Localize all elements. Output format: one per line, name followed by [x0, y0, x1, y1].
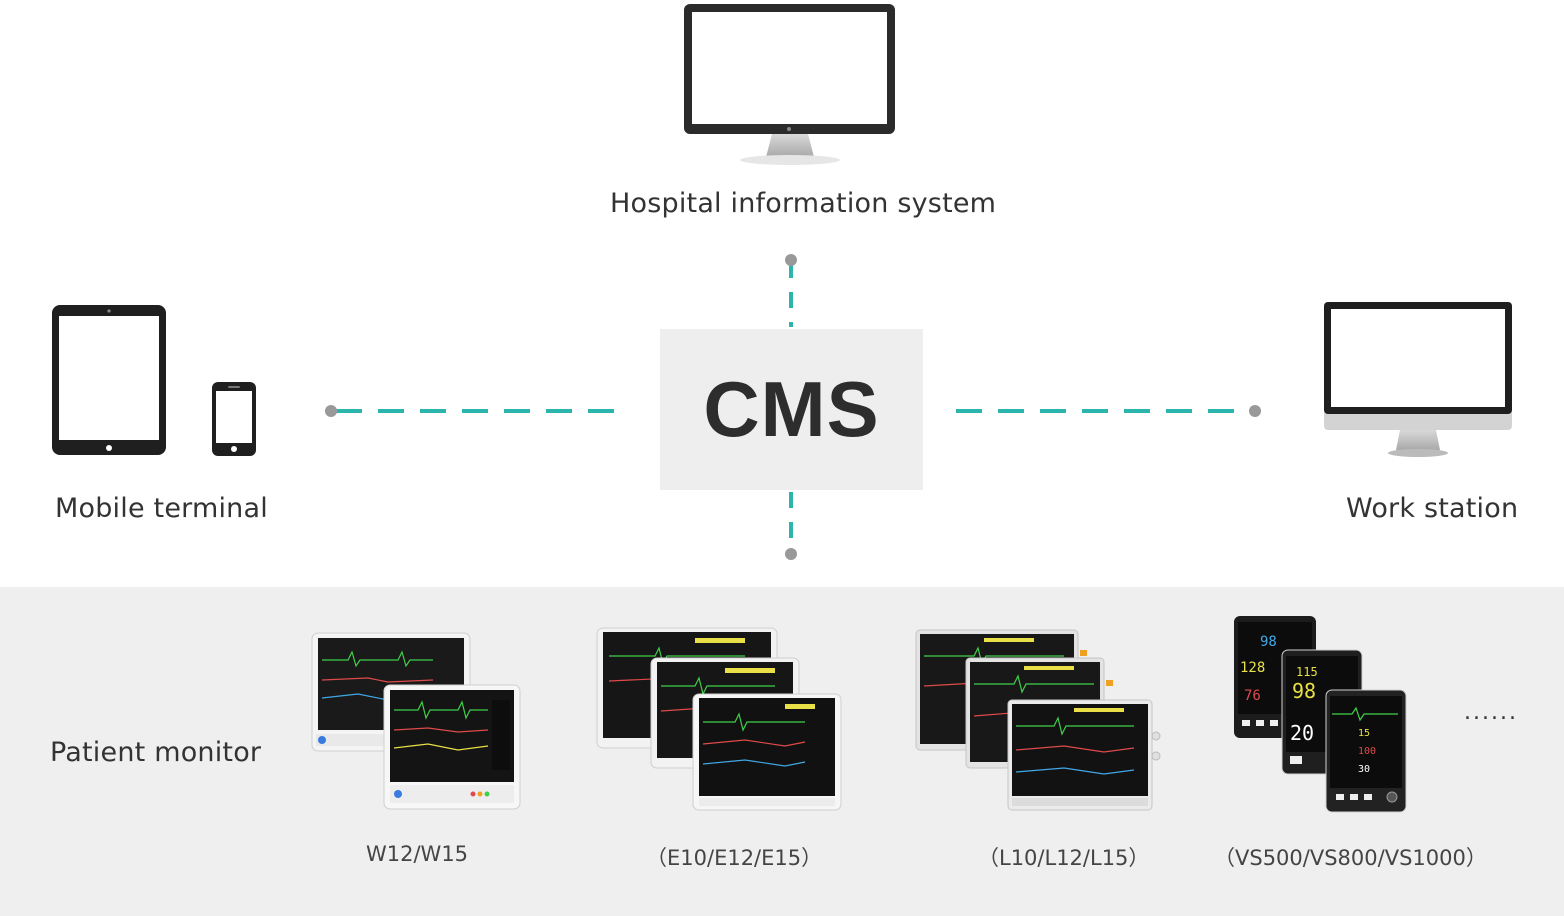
hospital-information-system-label: Hospital information system: [610, 188, 997, 219]
more-indicator: ......: [1464, 700, 1518, 725]
monitor-group-w-series: [311, 632, 521, 810]
monitor-model-label: （VS500/VS800/VS1000）: [1214, 846, 1487, 870]
svg-text:98: 98: [1292, 679, 1316, 703]
monitor-model-label: （E10/E12/E15）: [646, 846, 823, 870]
endpoint-right: [1249, 405, 1261, 417]
patient-monitor-label: Patient monitor: [50, 737, 262, 768]
desktop-monitor-icon: [684, 4, 895, 165]
svg-text:98: 98: [1260, 634, 1277, 650]
endpoint-bottom: [785, 548, 797, 560]
patient-monitor-device-icon: 15 100 30: [1325, 689, 1407, 813]
monitor-group-l-series: [915, 629, 1161, 811]
monitor-group-e-series: [596, 627, 842, 811]
endpoint-left: [325, 405, 337, 417]
endpoint-top: [785, 254, 797, 266]
workstation-monitor-icon: [1324, 302, 1512, 457]
work-station-label: Work station: [1346, 493, 1519, 524]
svg-text:115: 115: [1296, 665, 1318, 679]
mobile-terminal-label: Mobile terminal: [55, 493, 268, 524]
monitor-group-vs-series: 98 128 76 115 98 20 15 100 30: [1234, 616, 1407, 813]
monitor-model-label: （L10/L12/L15）: [978, 846, 1150, 870]
patient-monitor-device-icon: [383, 684, 521, 810]
cms-box: CMS: [660, 329, 923, 490]
patient-monitor-device-icon: [1007, 699, 1161, 811]
svg-text:100: 100: [1358, 746, 1376, 757]
svg-text:128: 128: [1240, 660, 1265, 676]
cms-label: CMS: [703, 365, 880, 453]
monitor-model-label: W12/W15: [366, 842, 469, 866]
svg-text:76: 76: [1244, 688, 1261, 704]
svg-text:20: 20: [1290, 721, 1314, 745]
patient-monitor-device-icon: [692, 693, 842, 811]
svg-text:15: 15: [1358, 728, 1370, 739]
svg-text:30: 30: [1358, 764, 1370, 775]
mobile-devices-icon: [52, 305, 256, 456]
